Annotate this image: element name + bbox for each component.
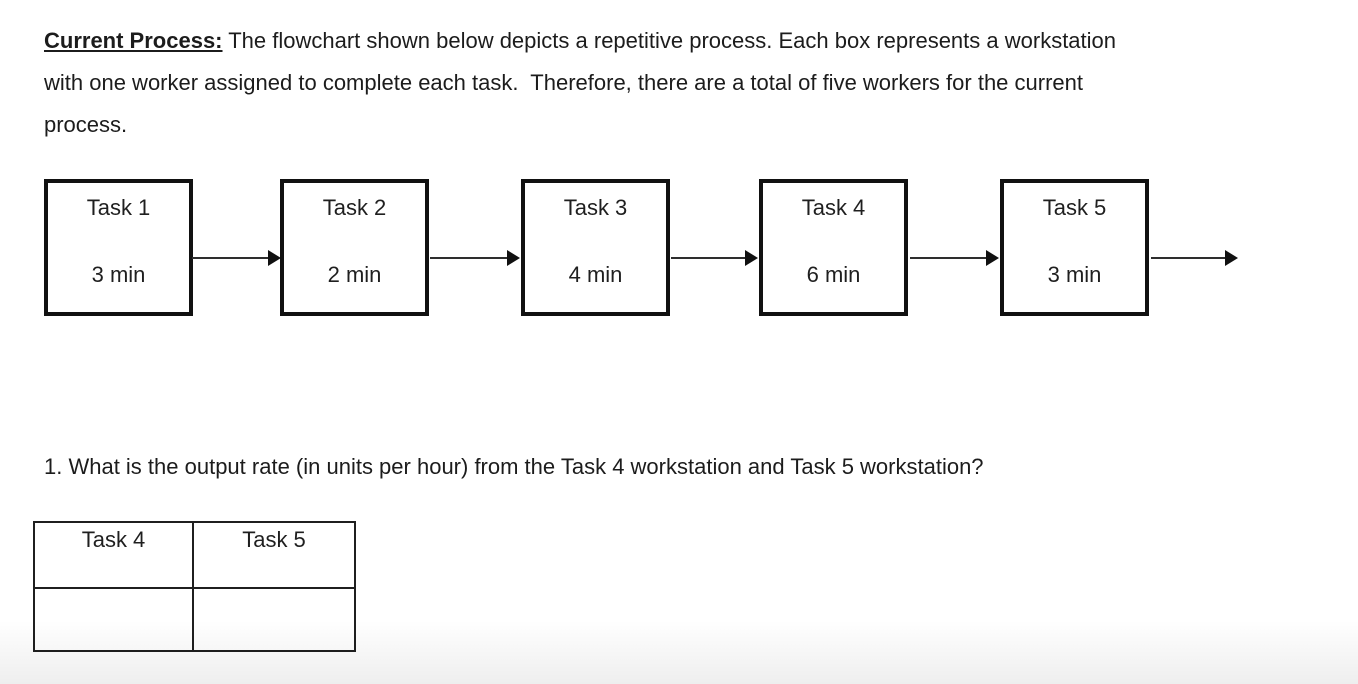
answer-table-header-task5: Task 5 bbox=[192, 521, 356, 589]
answer-cell-task4[interactable] bbox=[33, 587, 194, 652]
flow-arrow-5 bbox=[1151, 250, 1238, 266]
arrowhead-icon bbox=[507, 250, 520, 266]
task-box-4: Task 4 6 min bbox=[759, 179, 908, 316]
answer-table-header-row: Task 4 Task 5 bbox=[33, 521, 356, 589]
task-3-name: Task 3 bbox=[563, 195, 628, 220]
flow-arrow-4 bbox=[910, 250, 999, 266]
answer-cell-task5[interactable] bbox=[192, 587, 356, 652]
arrowhead-icon bbox=[986, 250, 999, 266]
answer-table-header-task4: Task 4 bbox=[33, 521, 194, 589]
arrowhead-icon bbox=[745, 250, 758, 266]
task-1-name: Task 1 bbox=[86, 195, 151, 220]
task-1-time: 3 min bbox=[91, 262, 146, 287]
task-2-name: Task 2 bbox=[322, 195, 387, 220]
task-3-time: 4 min bbox=[568, 262, 623, 287]
intro-lead: Current Process: bbox=[44, 28, 223, 53]
task-5-name: Task 5 bbox=[1042, 195, 1107, 220]
task-4-name: Task 4 bbox=[801, 195, 866, 220]
answer-table-body-row bbox=[33, 587, 356, 652]
task-box-1: Task 1 3 min bbox=[44, 179, 193, 316]
task-5-time: 3 min bbox=[1047, 262, 1102, 287]
task-box-2: Task 2 2 min bbox=[280, 179, 429, 316]
intro-line-1: The flowchart shown below depicts a repe… bbox=[228, 28, 1117, 53]
arrowhead-icon bbox=[1225, 250, 1238, 266]
task-2-time: 2 min bbox=[327, 262, 382, 287]
task-box-5: Task 5 3 min bbox=[1000, 179, 1149, 316]
question-text: 1. What is the output rate (in units per… bbox=[44, 454, 984, 479]
intro-line-2: with one worker assigned to complete eac… bbox=[44, 70, 1083, 95]
answer-table: Task 4 Task 5 bbox=[33, 521, 356, 652]
task-box-3: Task 3 4 min bbox=[521, 179, 670, 316]
task-4-time: 6 min bbox=[806, 262, 861, 287]
intro-line-3: process. bbox=[44, 112, 128, 137]
flow-arrow-2 bbox=[430, 250, 520, 266]
flow-arrow-3 bbox=[671, 250, 758, 266]
flow-arrow-1 bbox=[192, 250, 281, 266]
intro-paragraph: Current Process: The flowchart shown bel… bbox=[44, 20, 1294, 146]
arrowhead-icon bbox=[268, 250, 281, 266]
